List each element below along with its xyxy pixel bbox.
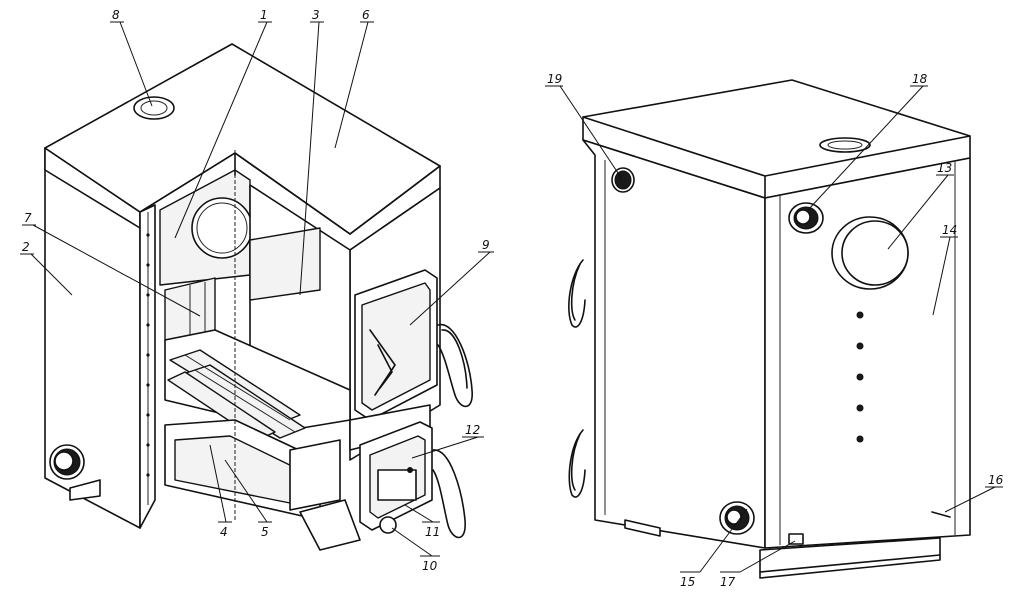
flue-collar-top — [133, 96, 175, 120]
foot-left — [624, 519, 661, 537]
callout-7: 7 — [24, 211, 32, 225]
callout-17: 17 — [720, 575, 736, 589]
air-regulator — [377, 469, 417, 501]
callout-3: 3 — [312, 8, 320, 22]
regulator-knob — [379, 516, 397, 534]
callout-19: 19 — [547, 72, 562, 86]
callout-1: 1 — [260, 8, 268, 22]
callout-13: 13 — [937, 161, 952, 175]
leader-lines — [20, 21, 1003, 573]
callout-5: 5 — [261, 525, 269, 539]
flue-opening — [191, 197, 253, 259]
cutaway-boiler — [44, 43, 473, 551]
left-side — [582, 139, 766, 549]
callout-8: 8 — [112, 8, 120, 22]
side-handle-upper — [568, 259, 586, 328]
front-panel-bolts — [856, 311, 864, 443]
callout-16: 16 — [988, 473, 1004, 487]
callout-4: 4 — [220, 525, 228, 539]
sensor-probe — [931, 511, 951, 518]
base-frame — [299, 499, 361, 551]
callout-6: 6 — [362, 8, 370, 22]
assembled-boiler — [568, 79, 971, 579]
drain-valve — [788, 533, 804, 545]
callout-12: 12 — [465, 423, 480, 437]
ash-door-handle — [432, 449, 466, 539]
flue-top-ring — [819, 137, 871, 153]
callout-9: 9 — [482, 238, 490, 252]
callout-labels: 1 2 3 4 5 6 7 8 9 10 11 12 13 14 15 16 1… — [22, 8, 1004, 589]
callout-14: 14 — [942, 223, 957, 237]
fuel-door-handle — [437, 323, 473, 408]
side-handle-lower — [568, 429, 586, 498]
frame-rivets — [146, 233, 150, 477]
callout-15: 15 — [680, 575, 695, 589]
callout-11: 11 — [425, 525, 440, 539]
callout-18: 18 — [912, 72, 928, 86]
callout-10: 10 — [422, 559, 438, 573]
callout-2: 2 — [22, 240, 30, 254]
front-panel — [764, 157, 971, 549]
